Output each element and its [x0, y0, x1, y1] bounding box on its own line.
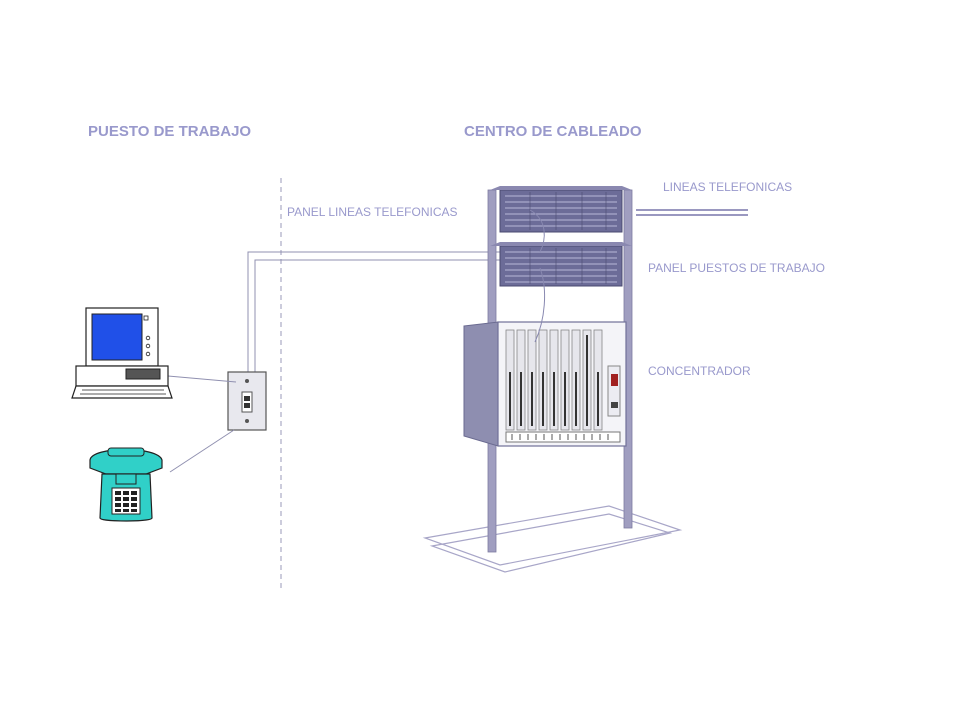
- label-hub: CONCENTRADOR: [648, 364, 751, 378]
- wall-outlet-icon: [227, 371, 267, 431]
- section-title-workstation: PUESTO DE TRABAJO: [88, 123, 252, 140]
- phone-lines-cable: [636, 209, 748, 216]
- computer-icon: [71, 307, 173, 399]
- label-phone-lines-panel: PANEL LINEAS TELEFONICAS: [287, 205, 458, 219]
- workstation-cables: [167, 375, 237, 473]
- workstation-patch-panel: [490, 242, 632, 287]
- label-phone-lines: LINEAS TELEFONICAS: [663, 180, 793, 194]
- cable-runs: [247, 251, 500, 372]
- phone-lines-patch-panel: [490, 186, 632, 233]
- hub-icon: [463, 321, 627, 447]
- section-title-wiring-center: CENTRO DE CABLEADO: [464, 123, 642, 140]
- label-workstation-panel: PANEL PUESTOS DE TRABAJO: [648, 261, 825, 275]
- rack-floor-base: [422, 505, 683, 573]
- patch-cords: [529, 209, 545, 343]
- telephone-icon: [89, 447, 163, 522]
